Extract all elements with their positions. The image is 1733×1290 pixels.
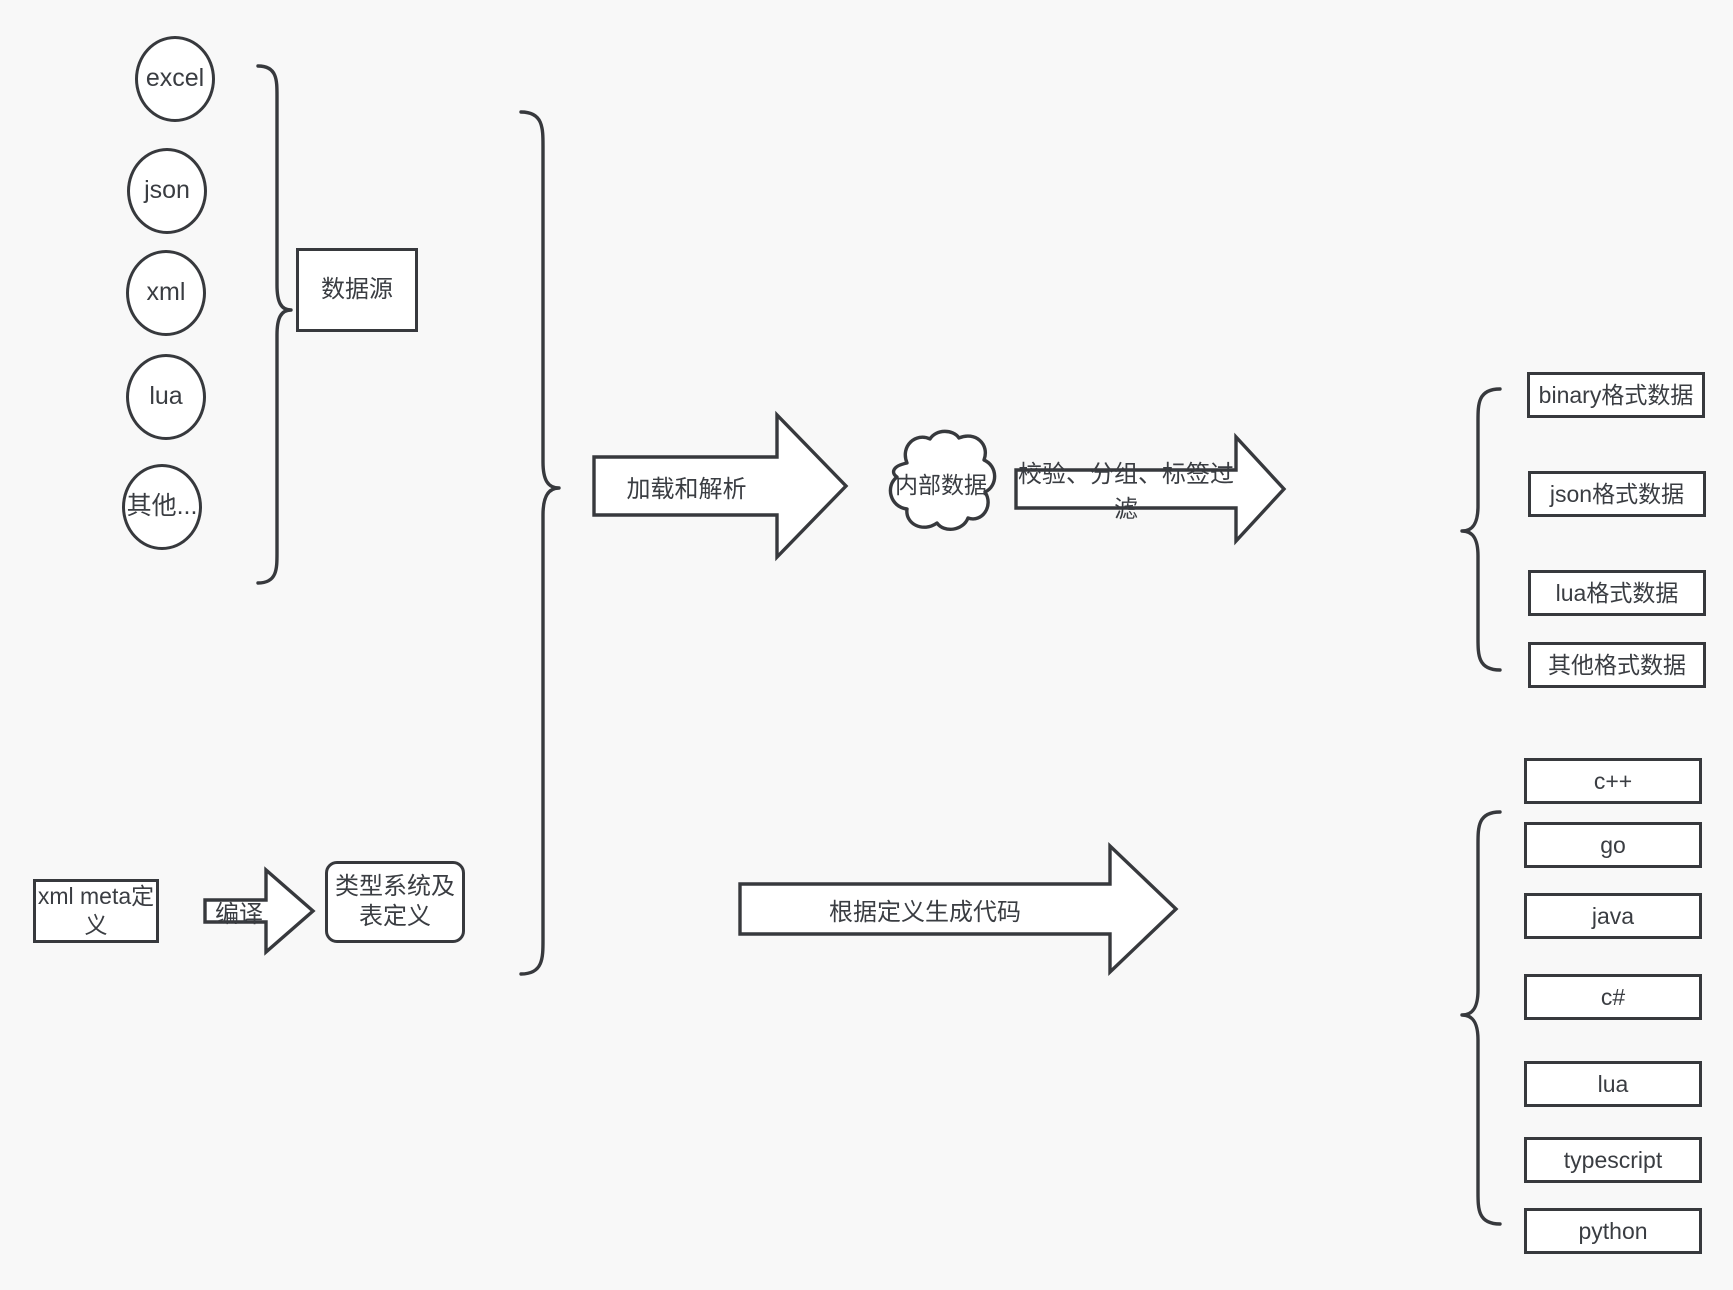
data-source-box[interactable]: 数据源 <box>296 248 418 332</box>
output-language-label: java <box>1591 902 1635 929</box>
output-language-java[interactable]: java <box>1524 893 1702 939</box>
output-format-label: binary格式数据 <box>1538 381 1694 408</box>
codegen-arrow <box>738 842 1179 976</box>
source-label: lua <box>149 382 183 411</box>
output-language-label: python <box>1578 1217 1648 1244</box>
output-language-label: c++ <box>1593 767 1633 794</box>
source-label: xml <box>146 278 186 307</box>
output-language-cpp[interactable]: c++ <box>1524 758 1702 804</box>
output-format-label: json格式数据 <box>1549 480 1685 507</box>
output-language-csharp[interactable]: c# <box>1524 974 1702 1020</box>
xml-meta-definition-box[interactable]: xml meta定义 <box>33 879 159 943</box>
brace-languages <box>1460 810 1502 1226</box>
output-format-other[interactable]: 其他格式数据 <box>1528 642 1706 688</box>
source-node-json[interactable]: json <box>127 148 207 234</box>
brace-formats <box>1460 387 1502 672</box>
output-language-label: c# <box>1600 983 1626 1010</box>
xml-meta-definition-label: xml meta定义 <box>37 883 155 938</box>
output-language-lua[interactable]: lua <box>1524 1061 1702 1107</box>
data-source-label: 数据源 <box>321 276 393 303</box>
output-language-python[interactable]: python <box>1524 1208 1702 1254</box>
output-language-label: lua <box>1597 1070 1629 1097</box>
type-system-box[interactable]: 类型系统及表定义 <box>325 861 465 943</box>
output-format-label: lua格式数据 <box>1555 579 1679 606</box>
internal-data-cloud[interactable] <box>880 429 1002 542</box>
output-language-label: go <box>1600 831 1626 858</box>
output-language-label: typescript <box>1563 1146 1663 1173</box>
source-label: 其他... <box>126 492 198 521</box>
source-label: json <box>144 176 190 205</box>
brace-pipeline <box>519 110 561 976</box>
output-format-label: 其他格式数据 <box>1548 651 1686 678</box>
source-node-excel[interactable]: excel <box>135 36 215 122</box>
output-format-binary[interactable]: binary格式数据 <box>1527 372 1705 418</box>
load-parse-arrow <box>592 410 849 562</box>
type-system-label: 类型系统及表定义 <box>335 873 455 930</box>
source-node-other[interactable]: 其他... <box>122 464 202 550</box>
output-format-json[interactable]: json格式数据 <box>1528 471 1706 517</box>
source-label: excel <box>145 64 205 93</box>
compile-arrow <box>203 866 316 956</box>
brace-sources <box>256 64 293 585</box>
source-node-lua[interactable]: lua <box>126 354 206 440</box>
source-node-xml[interactable]: xml <box>126 250 206 336</box>
validate-filter-arrow <box>1014 432 1287 546</box>
output-language-typescript[interactable]: typescript <box>1524 1137 1702 1183</box>
output-format-lua[interactable]: lua格式数据 <box>1528 570 1706 616</box>
output-language-go[interactable]: go <box>1524 822 1702 868</box>
